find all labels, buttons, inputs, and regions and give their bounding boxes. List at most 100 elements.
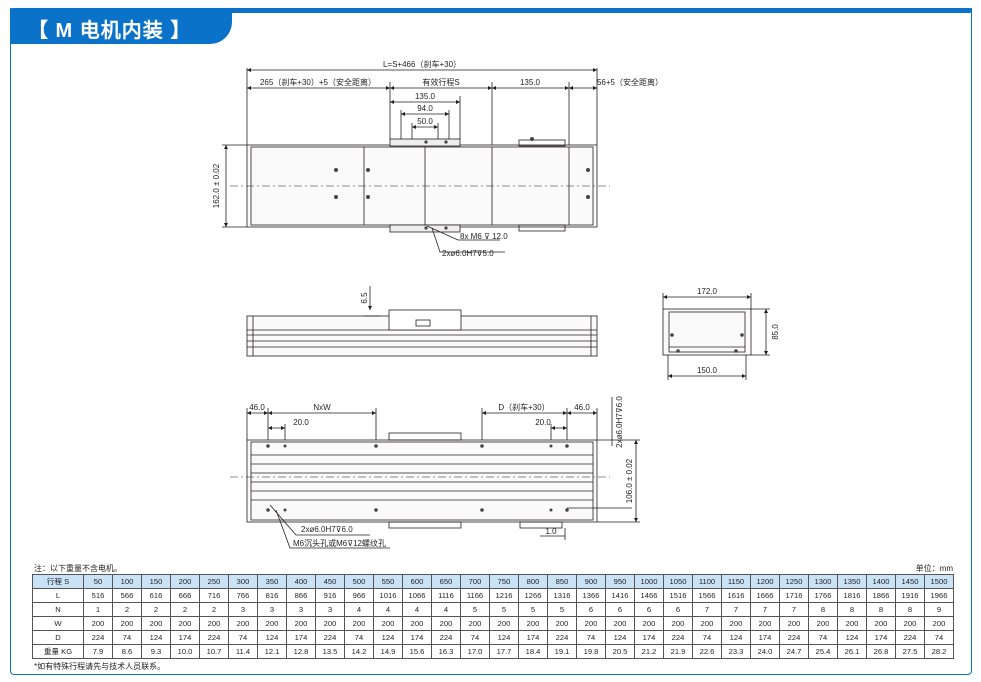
footnote: *如有特殊行程请先与技术人员联系。	[34, 662, 166, 671]
table-cell: 4	[431, 602, 461, 617]
table-cell: 50	[83, 574, 113, 589]
table-cell: 10.7	[199, 644, 229, 659]
table-cell: 1450	[895, 574, 925, 589]
dim-stroke: 有效行程S	[422, 77, 459, 87]
dim-right-46: 46.0	[574, 403, 590, 412]
table-cell: 124	[837, 630, 867, 645]
table-cell: 2	[199, 602, 229, 617]
table-cell: 5	[547, 602, 577, 617]
table-cell: 27.5	[895, 644, 925, 659]
table-cell: 200	[402, 616, 432, 631]
table-cell: 1000	[634, 574, 664, 589]
table-cell: 16.3	[431, 644, 461, 659]
table-cell: 250	[199, 574, 229, 589]
dim-pin-vertical: 2xø6.0H7⊽6.0	[615, 396, 624, 448]
table-cell: 124	[373, 630, 403, 645]
table-cell: 200	[605, 616, 635, 631]
table-cell: 7	[692, 602, 722, 617]
table-cell: 200	[634, 616, 664, 631]
table-cell: 24.0	[750, 644, 780, 659]
table-cell: 124	[721, 630, 751, 645]
table-cell: 866	[286, 588, 316, 603]
table-cell: 5	[518, 602, 548, 617]
table-cell: 200	[837, 616, 867, 631]
table-cell: 900	[576, 574, 606, 589]
dim-overall: L=S+466（刹车+30）	[383, 59, 461, 69]
table-cell: 24.7	[779, 644, 809, 659]
table-cell: 174	[170, 630, 200, 645]
table-cell: 1250	[779, 574, 809, 589]
table-cell: 25.4	[808, 644, 838, 659]
table-cell: 666	[170, 588, 200, 603]
table-cell: 74	[924, 630, 954, 645]
title-tab: 【 M 电机内装 】	[10, 8, 232, 44]
table-cell: 174	[518, 630, 548, 645]
dim-carriage-135: 135.0	[415, 92, 436, 101]
table-cell: 74	[576, 630, 606, 645]
dim-end-base: 150.0	[697, 366, 718, 375]
table-cell: 8	[895, 602, 925, 617]
table-cell: 6	[663, 602, 693, 617]
table-cell: 100	[112, 574, 142, 589]
table-cell: 200	[170, 616, 200, 631]
table-cell: 7	[750, 602, 780, 617]
table-cell: 12.8	[286, 644, 316, 659]
table-cell: 9.3	[141, 644, 171, 659]
table-cell: 200	[228, 616, 258, 631]
dim-left-20: 20.0	[293, 418, 309, 427]
table-cell: 74	[228, 630, 258, 645]
dimension-labels: L=S+466（刹车+30） 265（刹车+30）+5（安全距离） 有效行程S …	[212, 59, 780, 548]
dim-end-height: 85.0	[771, 324, 780, 340]
table-cell: 4	[344, 602, 374, 617]
table-cell: 200	[83, 616, 113, 631]
table-cell: 22.6	[692, 644, 722, 659]
table-cell: 1066	[402, 588, 432, 603]
table-cell: 966	[344, 588, 374, 603]
table-cell: 1050	[663, 574, 693, 589]
table-cell: 2	[170, 602, 200, 617]
hole-note-bottom-m6: M6沉头孔或M6⊽12螺纹孔	[293, 538, 386, 548]
table-cell: 74	[692, 630, 722, 645]
table-cell: 8	[808, 602, 838, 617]
hole-note-m6: 8x M6 ⊽ 12.0	[460, 232, 508, 241]
table-cell: 8.6	[112, 644, 142, 659]
table-cell: 516	[83, 588, 113, 603]
table-cell: 200	[866, 616, 896, 631]
table-cell: 700	[460, 574, 490, 589]
dim-left-46: 46.0	[249, 403, 265, 412]
table-cell: 7.9	[83, 644, 113, 659]
row-label: 重量 KG	[32, 644, 84, 659]
table-cell: 7	[779, 602, 809, 617]
table-cell: 200	[489, 616, 519, 631]
table-cell: 1216	[489, 588, 519, 603]
table-cell: 8	[837, 602, 867, 617]
table-cell: 174	[634, 630, 664, 645]
table-cell: 1200	[750, 574, 780, 589]
table-cell: 4	[402, 602, 432, 617]
section-title: 【 M 电机内装 】	[28, 20, 192, 42]
table-cell: 224	[547, 630, 577, 645]
dim-end-width: 172.0	[697, 287, 718, 296]
table-cell: 10.0	[170, 644, 200, 659]
table-cell: 1400	[866, 574, 896, 589]
table-cell: 200	[895, 616, 925, 631]
row-label: L	[32, 588, 84, 603]
table-cell: 1966	[924, 588, 954, 603]
row-label: W	[32, 616, 84, 631]
table-cell: 1300	[808, 574, 838, 589]
dim-carriage-50: 50.0	[417, 117, 433, 126]
table-cell: 200	[779, 616, 809, 631]
table-cell: 200	[141, 616, 171, 631]
table-cell: 1266	[518, 588, 548, 603]
table-cell: 74	[808, 630, 838, 645]
table-cell: 1566	[692, 588, 722, 603]
table-cell: 200	[547, 616, 577, 631]
table-cell: 20.5	[605, 644, 635, 659]
table-cell: 150	[141, 574, 171, 589]
table-cell: 6	[634, 602, 664, 617]
dim-right: 56+5（安全距离）	[597, 77, 663, 87]
table-cell: 14.2	[344, 644, 374, 659]
